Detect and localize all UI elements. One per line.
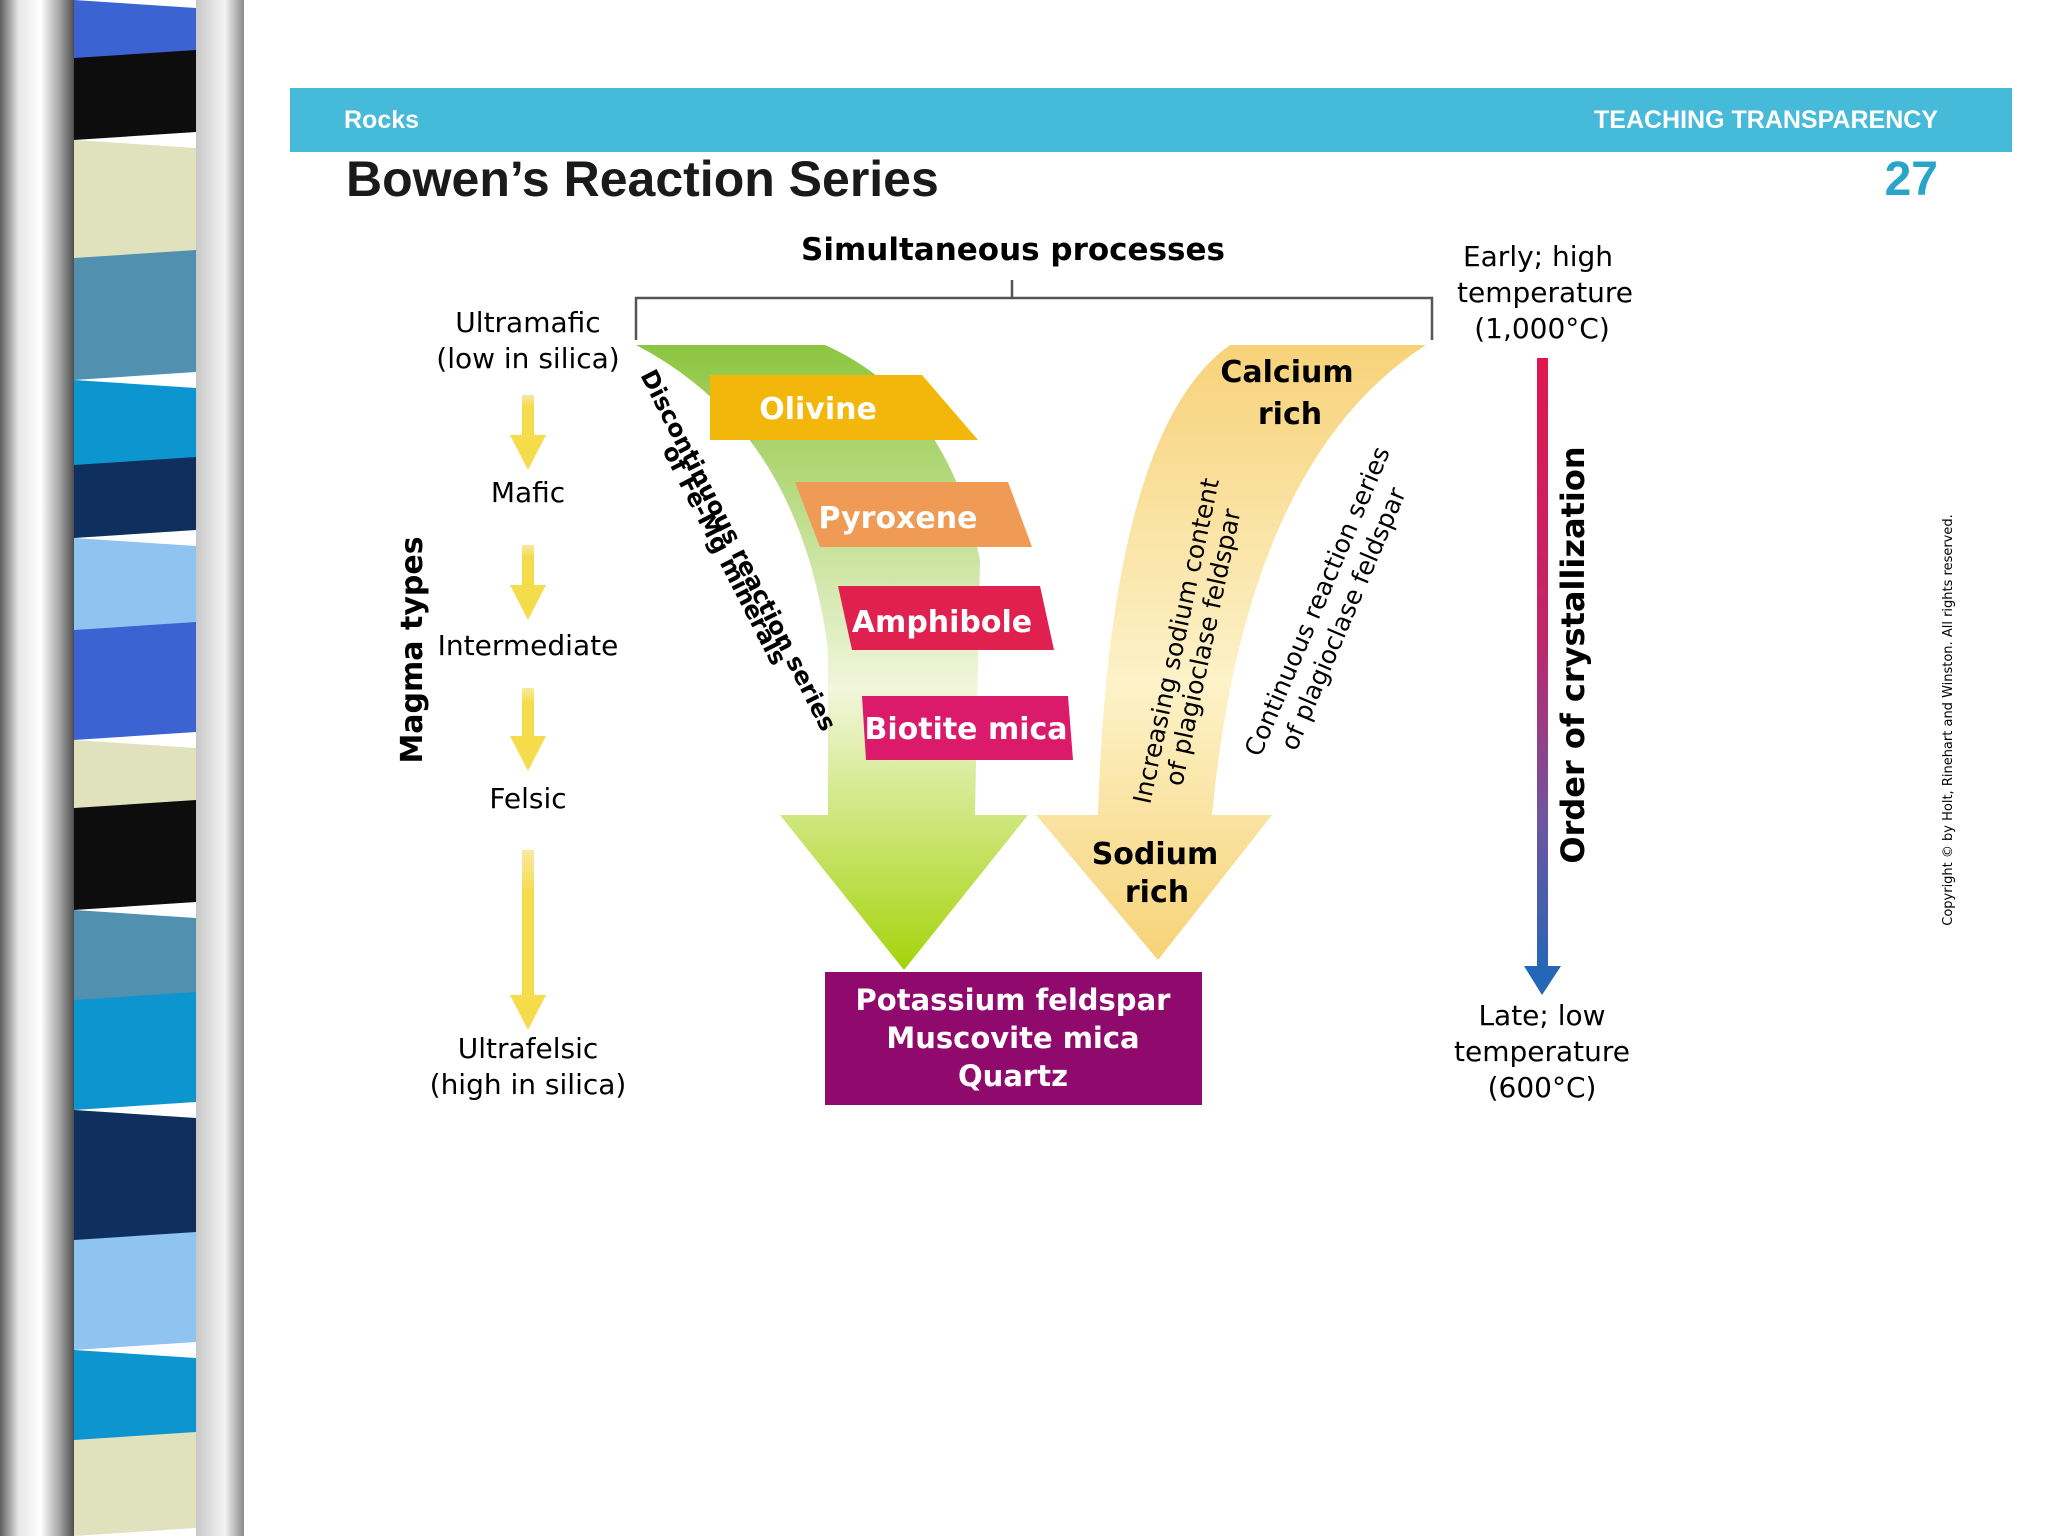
final-mineral-label: Quartz <box>958 1059 1068 1093</box>
sidebar-stripe <box>74 1110 196 1248</box>
calcium-rich-label: Calcium <box>1220 355 1353 390</box>
sidebar-stripe <box>74 910 196 1008</box>
page-title: Bowen’s Reaction Series <box>346 151 939 207</box>
magma-axis-label: Magma types <box>395 536 430 763</box>
copyright-notice: Copyright © by Holt, Rinehart and Winsto… <box>1941 514 1956 926</box>
magma-type-sublabel: (high in silica) <box>430 1068 627 1101</box>
mineral-label: Amphibole <box>852 605 1032 640</box>
sidebar-stripe <box>74 992 196 1110</box>
mineral-amphibole: Amphibole <box>838 586 1054 650</box>
mineral-label: Biotite mica <box>864 712 1067 747</box>
mineral-biotite-mica: Biotite mica <box>862 696 1073 760</box>
sidebar-stripe <box>74 250 196 380</box>
sidebar-stripe <box>74 1432 196 1536</box>
magma-type-label: Ultrafelsic <box>458 1032 599 1065</box>
magma-type-felsic: Felsic <box>489 782 566 815</box>
simultaneous-bracket <box>634 280 1434 340</box>
magma-arrow <box>510 688 546 771</box>
magma-type-label: Ultramafic <box>455 306 600 339</box>
sidebar-stripe <box>74 0 196 66</box>
late-temp-label: Late; low <box>1478 999 1605 1032</box>
calcium-rich-sublabel: rich <box>1258 397 1322 432</box>
mineral-pyroxene: Pyroxene <box>795 482 1032 547</box>
discontinuous-sublabel: of Fe-Mg minerals <box>657 440 793 670</box>
early-temp-label: Early; high <box>1463 240 1613 273</box>
sidebar-stripe <box>74 538 196 638</box>
transparency-label: TEACHING TRANSPARENCY <box>1594 106 1938 134</box>
sidebar-stripe <box>74 740 196 816</box>
mineral-label: Olivine <box>759 392 877 427</box>
early-temp-label: (1,000°C) <box>1474 312 1610 345</box>
sidebar-stripe <box>74 140 196 266</box>
sodium-rich-sublabel: rich <box>1125 875 1189 910</box>
final-mineral-label: Potassium feldspar <box>856 983 1172 1017</box>
mineral-olivine: Olivine <box>710 375 978 440</box>
magma-type-ultramafic: Ultramafic (low in silica) <box>436 306 619 375</box>
early-temp-label: temperature <box>1457 276 1633 309</box>
magma-arrow <box>510 395 546 470</box>
sidebar-stripe <box>74 457 196 538</box>
continuous-arrow <box>1036 345 1426 960</box>
final-mineral-label: Muscovite mica <box>886 1021 1139 1055</box>
page-number: 27 <box>1884 153 1938 206</box>
magma-type-intermediate: Intermediate <box>438 629 619 662</box>
final-minerals-box: Potassium feldspar Muscovite mica Quartz <box>825 972 1202 1105</box>
magma-type-ultrafelsic: Ultrafelsic (high in silica) <box>430 1032 627 1101</box>
order-label: Order of crystallization <box>1554 446 1592 863</box>
mineral-label: Pyroxene <box>819 501 978 536</box>
decorative-sidebar <box>0 0 244 1536</box>
section-label: Rocks <box>344 106 420 134</box>
magma-arrow <box>510 545 546 620</box>
crystallization-order-arrow <box>1524 358 1561 995</box>
sodium-rich-label: Sodium <box>1092 837 1219 872</box>
sidebar-stripe <box>74 800 196 910</box>
sidebar-stripe <box>74 50 196 140</box>
magma-type-sublabel: (low in silica) <box>436 342 619 375</box>
header-bar: Rocks TEACHING TRANSPARENCY <box>290 88 2012 152</box>
sidebar-stripe <box>74 622 196 740</box>
late-temp-label: (600°C) <box>1488 1071 1597 1104</box>
simultaneous-label: Simultaneous processes <box>801 232 1225 268</box>
sidebar-stripe <box>74 1232 196 1350</box>
magma-type-mafic: Mafic <box>491 476 565 509</box>
late-temp-label: temperature <box>1454 1035 1630 1068</box>
magma-arrow <box>510 850 546 1030</box>
sidebar-stripe <box>74 380 196 473</box>
sidebar-stripe <box>74 1350 196 1448</box>
